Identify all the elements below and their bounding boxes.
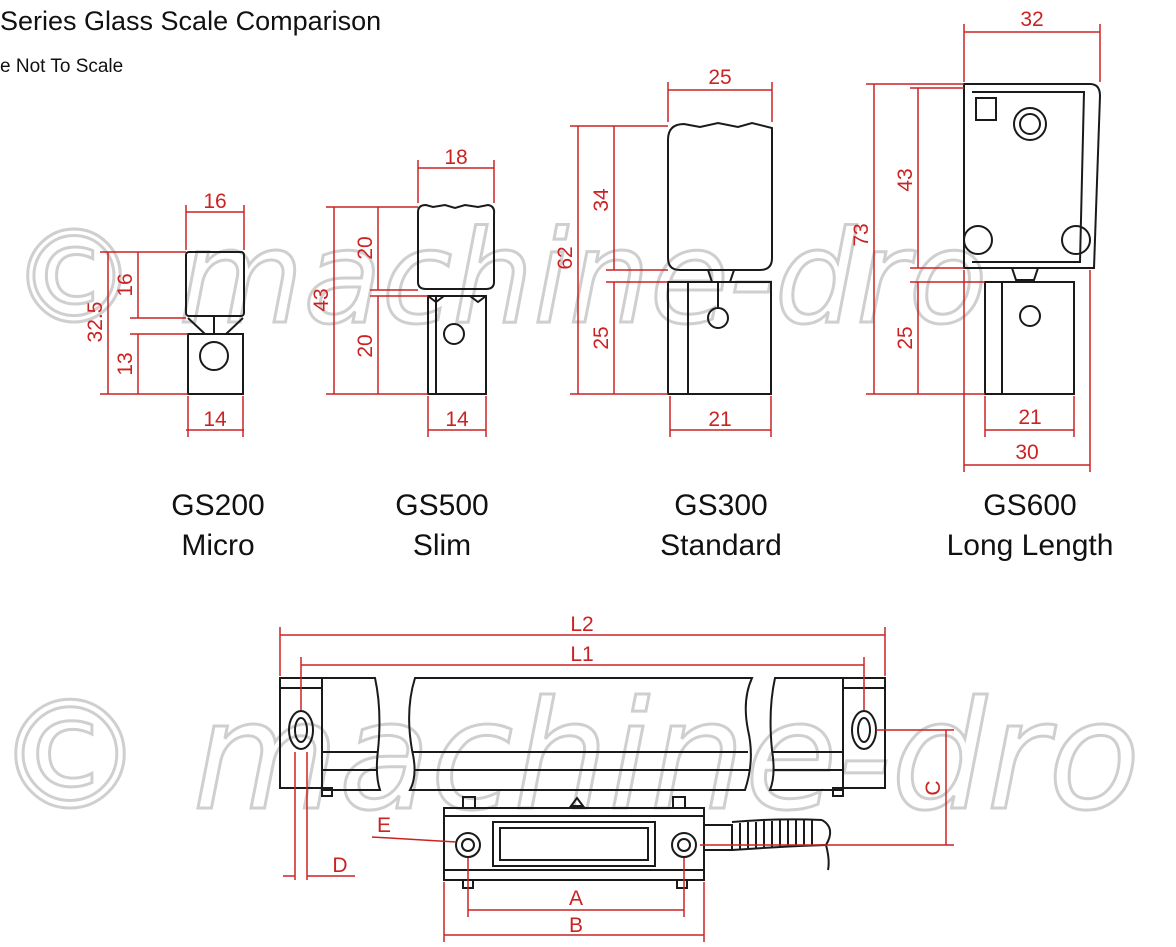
gs600-dimensions bbox=[866, 24, 1101, 472]
dim-gs500-top-width: 18 bbox=[444, 146, 467, 169]
scale-dimensions bbox=[279, 627, 954, 942]
gs500-profile bbox=[417, 203, 496, 395]
dim-gs300-top-width: 25 bbox=[708, 66, 731, 89]
model-label-gs500: GS500 Slim bbox=[382, 486, 502, 566]
page-title: Series Glass Scale Comparison bbox=[0, 6, 382, 36]
model-desc: Micro bbox=[181, 529, 255, 562]
model-name: GS600 bbox=[983, 489, 1077, 522]
model-label-gs600: GS600 Long Length bbox=[920, 486, 1140, 566]
model-name: GS300 bbox=[674, 489, 768, 522]
dim-gs500-lower-height: 20 bbox=[354, 334, 377, 357]
dim-gs600-bottom-width: 21 bbox=[1018, 406, 1041, 429]
page-subtitle: e Not To Scale bbox=[0, 56, 124, 77]
gs200-dimensions bbox=[100, 205, 245, 437]
dim-gs200-upper-height: 16 bbox=[114, 273, 137, 296]
dim-gs600-top-width: 32 bbox=[1020, 8, 1043, 31]
dim-gs300-upper-height: 34 bbox=[590, 188, 613, 212]
dim-gs600-upper-height: 43 bbox=[894, 168, 917, 191]
dim-gs500-total-height: 43 bbox=[310, 288, 333, 311]
model-label-gs300: GS300 Standard bbox=[646, 486, 796, 566]
gs300-profile bbox=[667, 121, 773, 395]
dim-b: B bbox=[569, 914, 583, 937]
dim-gs200-bottom-width: 14 bbox=[203, 408, 227, 431]
dim-l2: L2 bbox=[570, 613, 593, 636]
dim-gs600-total-height: 73 bbox=[850, 223, 873, 246]
model-label-gs200: GS200 Micro bbox=[158, 486, 278, 566]
dim-a: A bbox=[569, 887, 583, 910]
dim-gs300-lower-height: 25 bbox=[590, 326, 613, 349]
gs300-dimensions bbox=[570, 82, 773, 437]
model-name: GS500 bbox=[395, 489, 489, 522]
dim-gs500-upper-height: 20 bbox=[354, 236, 377, 259]
dim-gs200-lower-height: 13 bbox=[114, 352, 137, 375]
dim-gs300-total-height: 62 bbox=[554, 246, 577, 269]
model-name: GS200 bbox=[171, 489, 265, 522]
gs500-dimensions bbox=[326, 160, 495, 437]
model-desc: Slim bbox=[412, 529, 472, 562]
gs200-profile bbox=[185, 251, 245, 395]
model-desc: Standard bbox=[660, 529, 782, 562]
dim-gs300-bottom-width: 21 bbox=[708, 408, 731, 431]
dim-gs500-bottom-width: 14 bbox=[445, 408, 469, 431]
model-desc: Long Length bbox=[946, 529, 1114, 562]
dim-c: C bbox=[922, 780, 945, 795]
watermark-bottom: © machine-dro bbox=[0, 670, 1140, 844]
dim-gs200-total-height: 32.5 bbox=[84, 302, 107, 343]
watermark-top: © machine-dro bbox=[10, 204, 987, 353]
dim-gs200-top-width: 16 bbox=[203, 190, 226, 213]
dim-l1: L1 bbox=[570, 643, 593, 666]
gs600-profile bbox=[963, 83, 1102, 395]
dim-d: D bbox=[332, 854, 347, 877]
dim-e: E bbox=[377, 814, 391, 837]
dim-gs600-overall-width: 30 bbox=[1015, 441, 1038, 464]
dim-gs600-lower-height: 25 bbox=[894, 326, 917, 349]
